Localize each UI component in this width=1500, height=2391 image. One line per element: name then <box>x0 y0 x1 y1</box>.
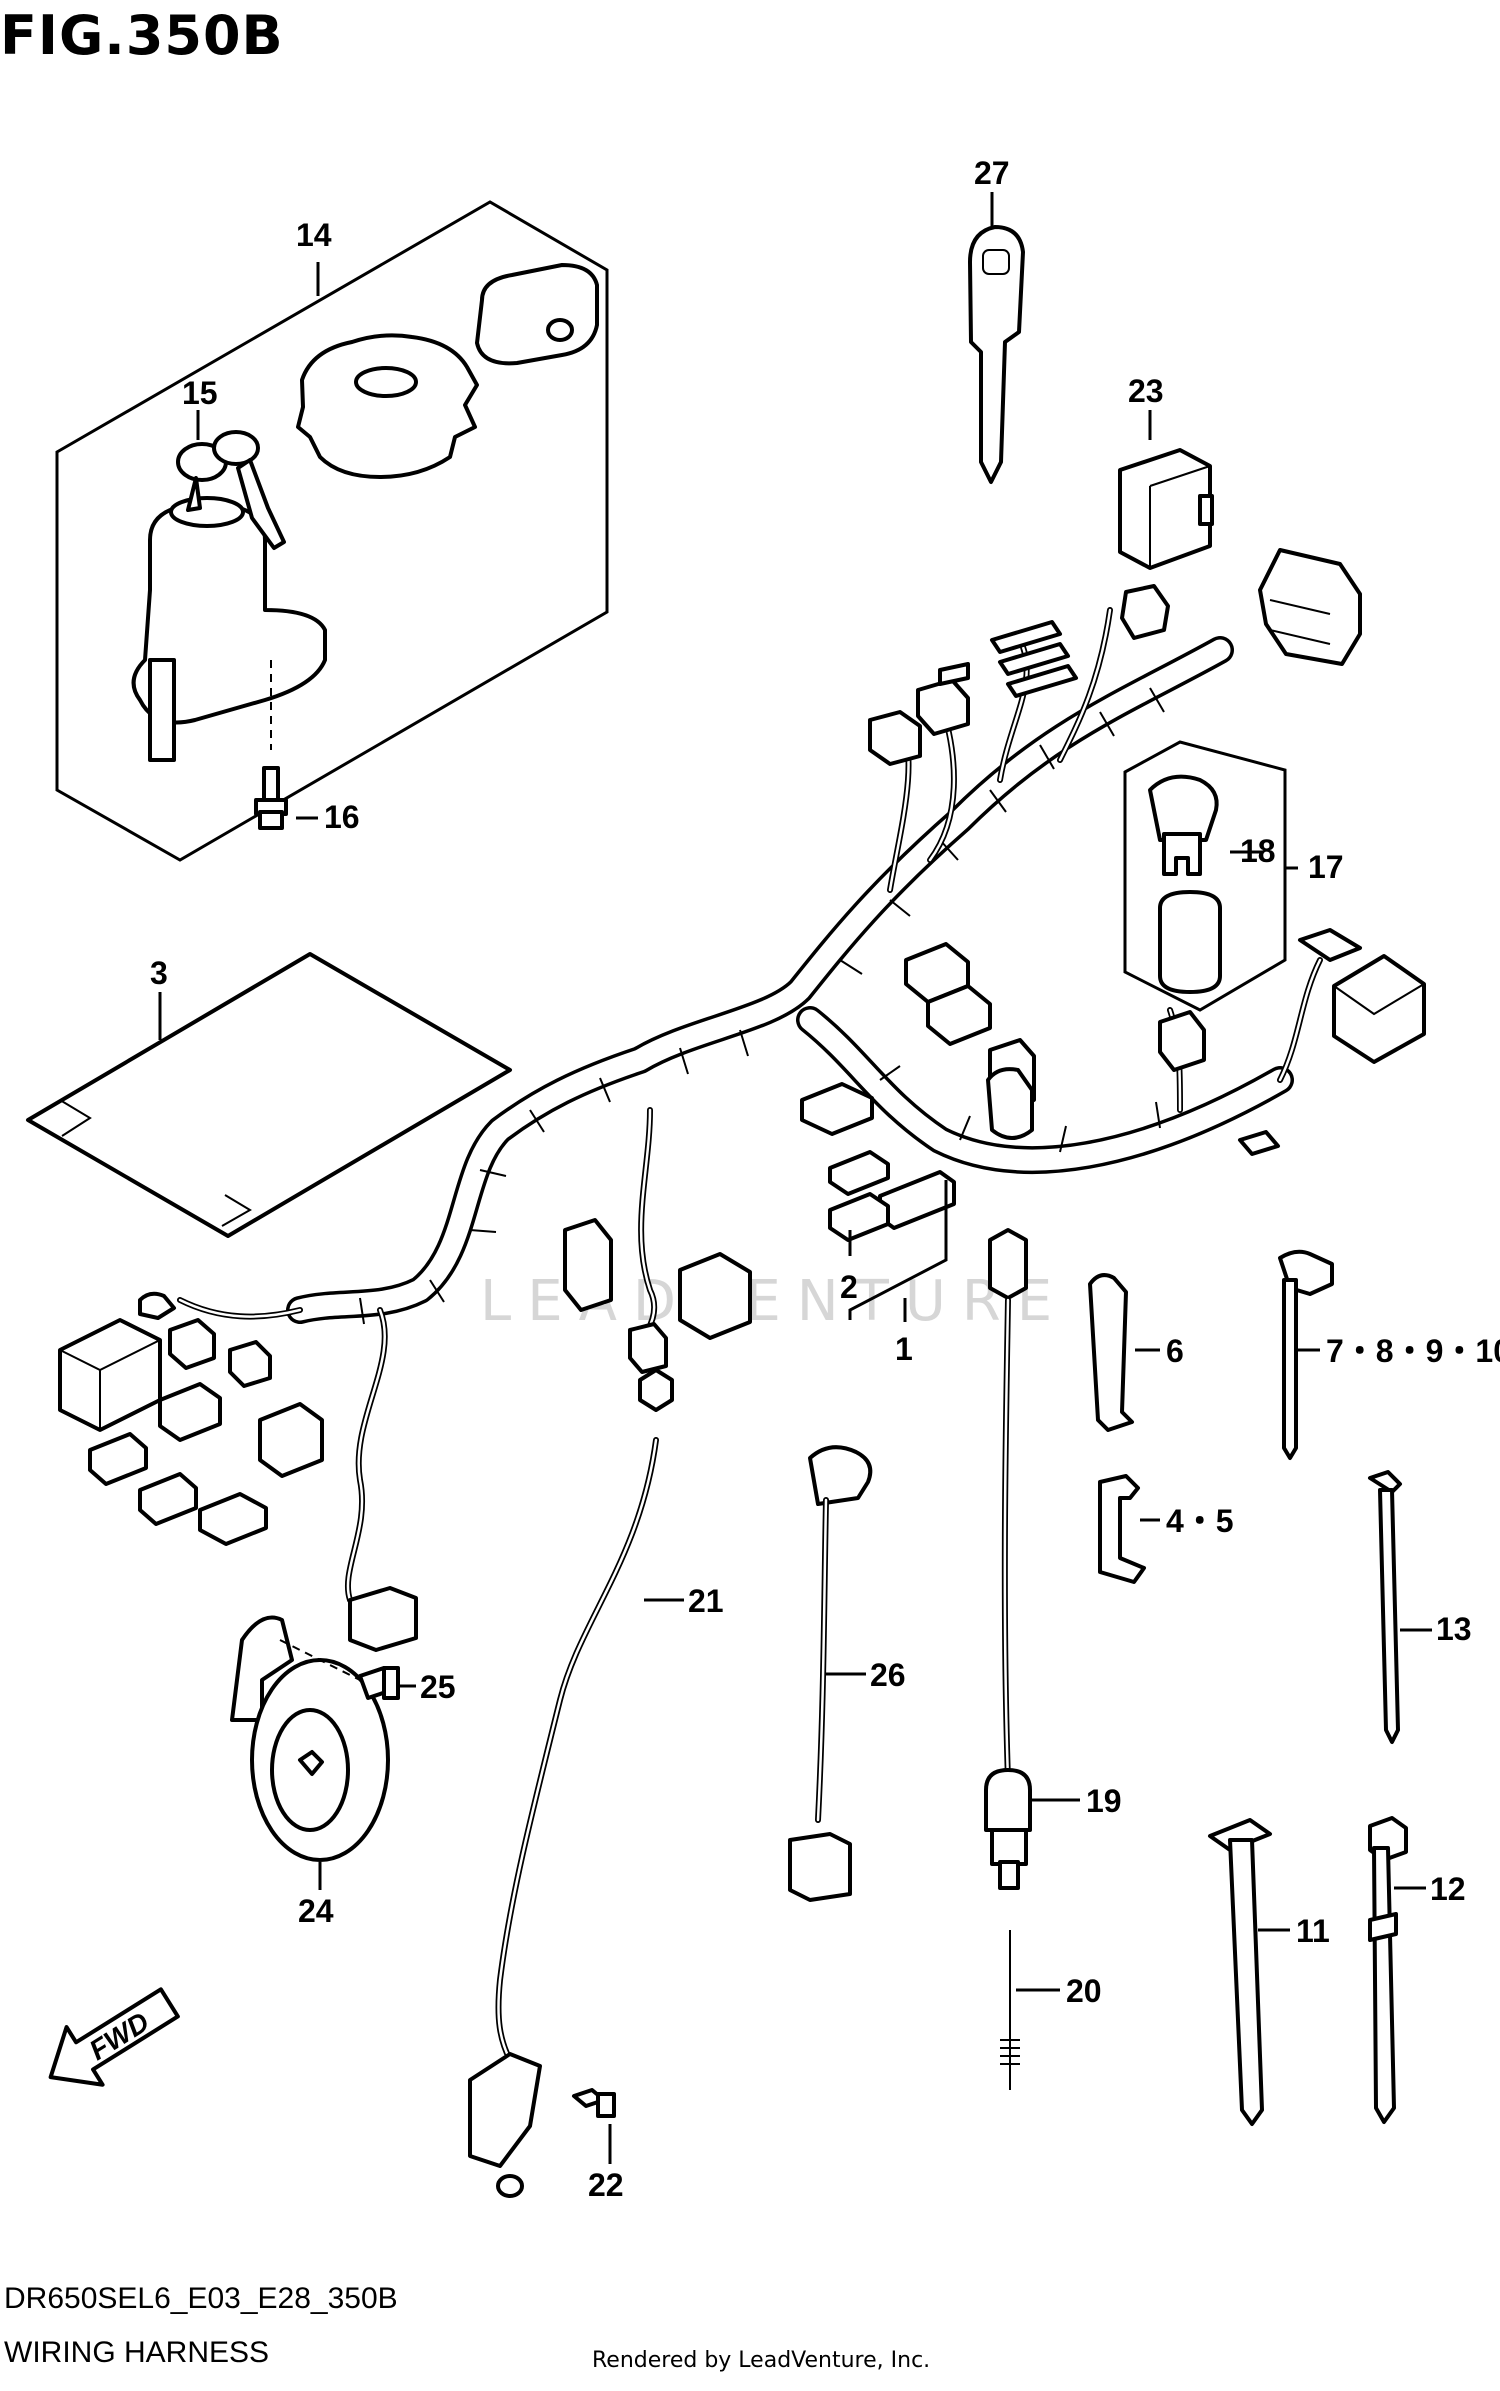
callout-11: 11 <box>1296 1913 1330 1949</box>
callout-3: 3 <box>150 955 168 991</box>
callout-13: 13 <box>1436 1611 1472 1647</box>
clamps-and-ties <box>1088 1249 1408 2126</box>
bolt <box>254 660 288 830</box>
callout-23: 23 <box>1128 373 1164 409</box>
callout-16: 16 <box>324 799 360 835</box>
cable-with-switch <box>468 1368 674 2198</box>
speed-sensor <box>984 1228 1032 2090</box>
upper-branch-connectors <box>868 548 1362 893</box>
sensor <box>788 1445 873 1902</box>
horn <box>230 1615 400 1862</box>
callout-24: 24 <box>298 1893 334 1929</box>
callout-labels: 14 15 16 3 27 23 18 17 2 1 6 7・8・9・10 4・… <box>150 155 1500 2203</box>
lower-right-connectors <box>1158 928 1426 1156</box>
relay-unit <box>1118 448 1214 570</box>
left-connector-cluster <box>58 1291 418 1652</box>
section-name: WIRING HARNESS <box>4 2336 270 2369</box>
callout-17: 17 <box>1308 849 1344 885</box>
callout-19: 19 <box>1086 1783 1122 1819</box>
callout-26: 26 <box>870 1657 906 1693</box>
forward-direction-arrow: FWD <box>48 1987 180 2087</box>
callout-4-5: 4・5 <box>1166 1503 1234 1539</box>
callout-18: 18 <box>1240 833 1276 869</box>
callout-12: 12 <box>1430 1871 1466 1907</box>
callout-2: 2 <box>840 1269 858 1305</box>
callout-15: 15 <box>182 375 218 411</box>
harness-marker-brackets <box>848 1180 948 1320</box>
callout-7-10: 7・8・9・10 <box>1326 1333 1500 1369</box>
main-wiring-harness <box>286 636 1294 1325</box>
callout-25: 25 <box>420 1669 456 1705</box>
middle-connectors <box>563 942 1036 1374</box>
leader-lines <box>158 192 1432 2164</box>
callout-27: 27 <box>974 155 1010 191</box>
model-code: DR650SEL6_E03_E28_350B <box>4 2282 398 2315</box>
callout-22: 22 <box>588 2167 624 2203</box>
render-credit: Rendered by LeadVenture, Inc. <box>592 2348 931 2373</box>
callout-20: 20 <box>1066 1973 1102 2009</box>
callout-21: 21 <box>688 1583 724 1619</box>
callout-14: 14 <box>296 217 332 253</box>
callout-6: 6 <box>1166 1333 1184 1369</box>
fuse-box-set <box>1123 740 1287 1012</box>
ignition-switch-set <box>55 200 609 862</box>
figure-title: FIG.350B <box>0 4 284 67</box>
callout-1: 1 <box>895 1331 913 1367</box>
label-sheet <box>26 952 512 1238</box>
ignition-key <box>968 225 1025 484</box>
